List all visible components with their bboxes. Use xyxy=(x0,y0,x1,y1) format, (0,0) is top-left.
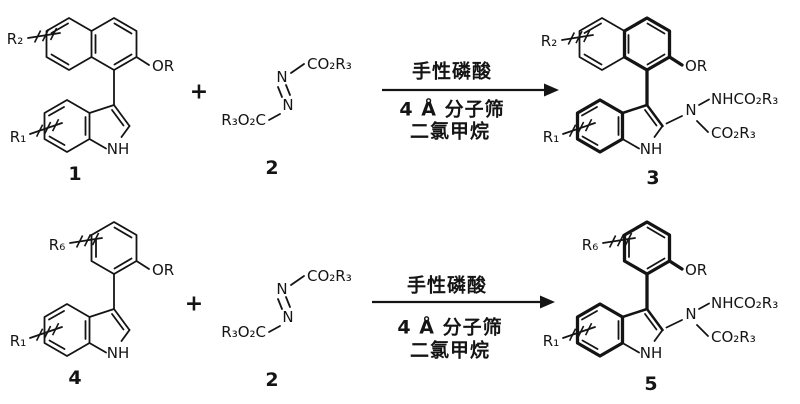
r1-label: R₁ xyxy=(543,332,559,350)
r2-label: R₂ xyxy=(541,32,557,50)
n-amine-label: N xyxy=(685,305,696,323)
compound-number-3: 3 xyxy=(646,167,659,189)
hash-bond-r2 xyxy=(561,29,594,45)
arrowhead-bottom xyxy=(540,295,555,309)
ester-upper-label: CO₂R₃ xyxy=(307,55,352,73)
compound-number-4: 4 xyxy=(68,367,81,389)
n-lower-label: N xyxy=(282,96,293,114)
naphthalene-ring xyxy=(578,16,672,72)
compound-1-structure: R₂ OR NH R₁ 1 xyxy=(7,17,174,185)
reaction-arrow-bottom xyxy=(372,295,555,309)
compound-number-1: 1 xyxy=(68,163,81,185)
nh-label: NH xyxy=(640,140,663,158)
phenyl-ring xyxy=(90,221,138,275)
indole-ring xyxy=(43,99,131,153)
hash-bond-r1 xyxy=(29,322,63,342)
ester-upper-label: CO₂R₃ xyxy=(307,267,352,285)
carbamate-lower-label: CO₂R₃ xyxy=(711,124,756,142)
nh-label: NH xyxy=(640,344,663,362)
compound-3-structure: R₂ OR NH R₁ N NHCO₂R₃ CO₂R₃ 3 xyxy=(541,16,778,189)
ester-lower-label: R₃O₂C xyxy=(221,111,266,129)
compound-number-2-bottom: 2 xyxy=(265,369,278,391)
or-bond xyxy=(135,260,150,270)
condition-top-above: 手性磷酸 xyxy=(411,60,493,83)
azo-double-bond xyxy=(277,296,291,310)
phenyl-ring xyxy=(622,220,672,276)
condition-bottom-below1: 4 Å 分子筛 xyxy=(397,316,503,339)
r6-label: R₆ xyxy=(49,236,65,254)
arrowhead-top xyxy=(544,83,559,97)
or-label: OR xyxy=(152,57,174,75)
indole-ring xyxy=(575,98,664,154)
ester-lower-bond xyxy=(268,113,281,121)
hash-bond-r6 xyxy=(602,232,636,248)
compound-5-structure: R₆ OR NH R₁ N NHCO₂R₃ CO₂R₃ 5 xyxy=(543,220,778,395)
compound-2-structure-bottom: N CO₂R₃ N R₃O₂C 2 xyxy=(221,267,352,391)
ester-upper-bond xyxy=(290,63,305,74)
compound-number-2-top: 2 xyxy=(265,157,278,179)
plus-sign-bottom: + xyxy=(184,291,204,317)
condition-top-below1: 4 Å 分子筛 xyxy=(399,98,505,121)
compound-number-5: 5 xyxy=(644,373,657,395)
ester-upper-bond xyxy=(290,275,305,286)
hash-bond-r1 xyxy=(562,118,596,138)
or-label: OR xyxy=(152,261,174,279)
r2-label: R₂ xyxy=(7,30,23,48)
n-upper-label: N xyxy=(276,68,287,86)
ester-lower-bond xyxy=(268,325,281,333)
or-label: OR xyxy=(685,261,707,279)
or-label: OR xyxy=(685,57,707,75)
indole-ring xyxy=(43,303,131,357)
hash-bond-r6 xyxy=(69,232,103,248)
carbamate-upper-label: NHCO₂R₃ xyxy=(711,90,778,108)
or-bond xyxy=(667,55,684,67)
azo-double-bond xyxy=(277,84,291,98)
condition-top-below2: 二氯甲烷 xyxy=(409,120,491,143)
n-upper-label: N xyxy=(276,280,287,298)
plus-sign-top: + xyxy=(189,79,209,105)
hydrazide-group xyxy=(665,98,710,133)
nh-label: NH xyxy=(107,140,130,158)
carbamate-upper-label: NHCO₂R₃ xyxy=(711,294,778,312)
hash-bond-r1 xyxy=(29,118,63,138)
compound-2-structure-top: N CO₂R₃ N R₃O₂C 2 xyxy=(221,55,352,179)
indole-ring xyxy=(575,302,664,358)
ester-lower-label: R₃O₂C xyxy=(221,323,266,341)
n-lower-label: N xyxy=(282,308,293,326)
r1-label: R₁ xyxy=(543,128,559,146)
r1-label: R₁ xyxy=(10,128,26,146)
r1-label: R₁ xyxy=(10,332,26,350)
reaction-arrow-top xyxy=(382,83,559,97)
naphthalene-ring xyxy=(45,17,138,71)
n-amine-label: N xyxy=(685,101,696,119)
compound-4-structure: R₆ OR NH R₁ 4 xyxy=(10,221,174,389)
r6-label: R₆ xyxy=(582,236,598,254)
or-bond xyxy=(135,56,150,66)
nh-label: NH xyxy=(107,344,130,362)
hydrazide-group xyxy=(665,302,710,337)
hash-bond-r1 xyxy=(562,322,596,342)
condition-bottom-below2: 二氯甲烷 xyxy=(409,339,491,362)
carbamate-lower-label: CO₂R₃ xyxy=(711,328,756,346)
condition-bottom-above: 手性磷酸 xyxy=(406,274,488,297)
hash-bond-r2 xyxy=(27,27,61,43)
or-bond xyxy=(667,259,684,271)
